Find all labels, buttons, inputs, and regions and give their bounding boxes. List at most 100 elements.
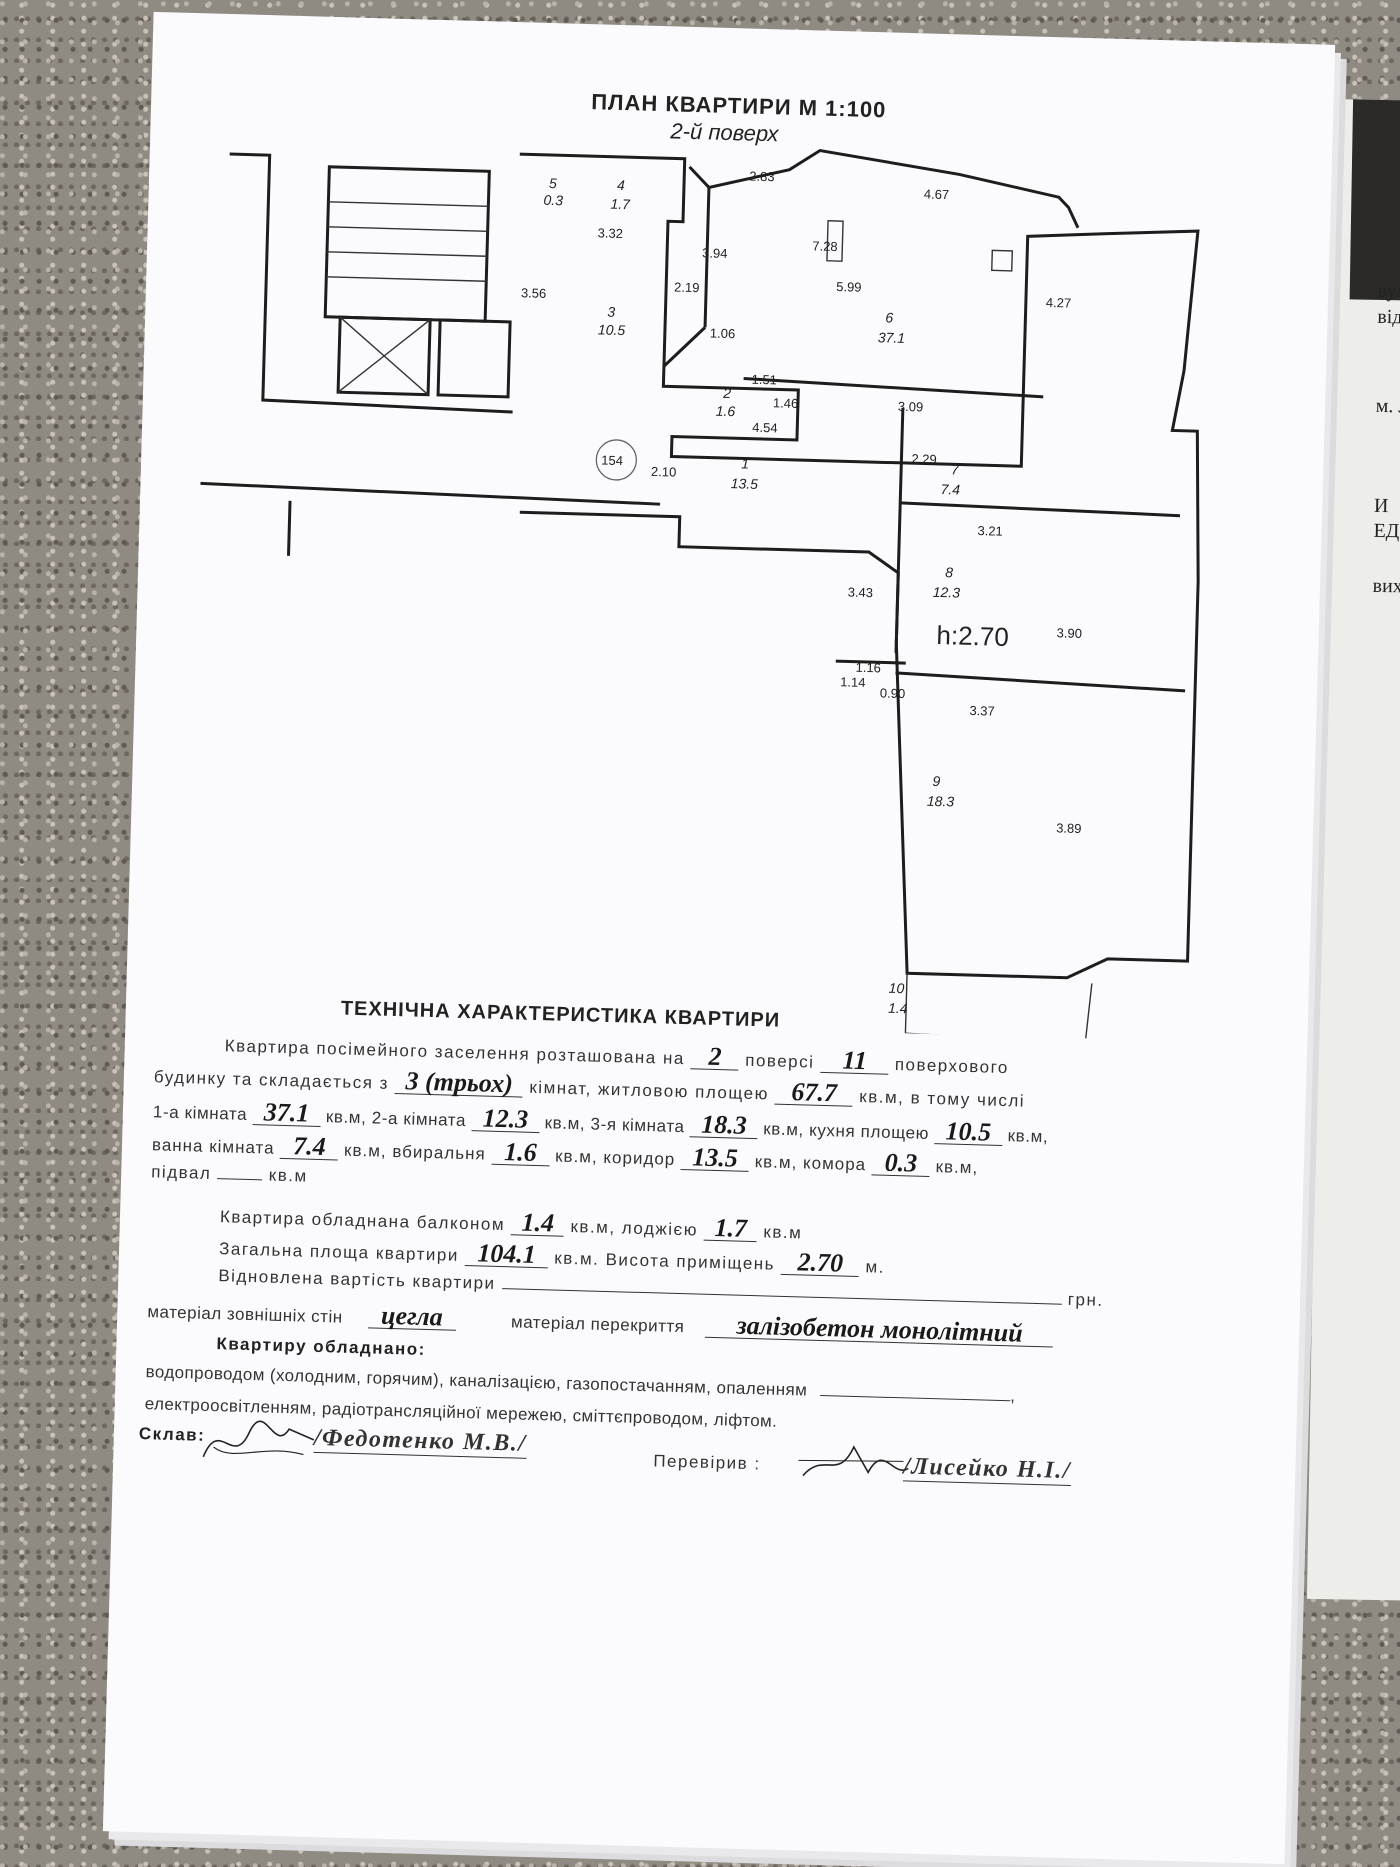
room-label-3: 3 10.5 <box>598 304 626 339</box>
stamp-number: 154 <box>601 453 623 469</box>
stairwell <box>323 165 491 323</box>
text: кв.м, <box>1007 1126 1049 1147</box>
fragment-text: м. Л <box>1375 394 1400 418</box>
partition-wall <box>900 501 1181 518</box>
fixture <box>991 249 1014 272</box>
room-number: 5 <box>549 175 557 191</box>
composer-signature-icon <box>202 1420 315 1458</box>
floor-plan: 154 5 0.3 4 1.7 3 10.5 6 37.1 2 1.6 1 13… <box>200 148 1200 1045</box>
text: кв.м, комора <box>754 1152 867 1175</box>
text: Квартира обладнана балконом <box>219 1207 506 1235</box>
room-area: 12.3 <box>933 584 961 601</box>
text: Квартира посімейного заселення розташова… <box>224 1036 686 1069</box>
room-label-9: 9 18.3 <box>927 773 955 810</box>
elevator-cross <box>337 319 431 393</box>
text: кв.м, 2-а кімната <box>325 1107 467 1131</box>
ceiling-material-value: залізобетон монолітний <box>705 1311 1054 1348</box>
stair-line <box>327 226 488 232</box>
dimension-label: 3.56 <box>521 285 547 301</box>
composer-name: /Федотенко М.В./ <box>313 1424 527 1459</box>
partition-wall <box>835 659 906 665</box>
room-area: 1.6 <box>715 403 735 420</box>
text: кв.м, 3-я кімната <box>544 1113 685 1137</box>
room-area: 1.7 <box>610 196 631 213</box>
room-number: 6 <box>885 309 893 325</box>
dimension-label: 3.90 <box>1056 625 1082 641</box>
room-area: 10.5 <box>598 321 626 338</box>
text: матеріал зовнішніх стін <box>147 1302 343 1327</box>
text: матеріал перекриття <box>510 1312 685 1337</box>
checked-label: Перевірив : <box>653 1451 761 1474</box>
checker-signature-icon <box>798 1445 909 1477</box>
dimension-label: 2.10 <box>651 464 677 480</box>
room-area: 1.4 <box>888 1000 908 1017</box>
storage-value: 0.3 <box>871 1148 931 1178</box>
fixture <box>826 220 844 262</box>
text: грн. <box>1067 1289 1104 1310</box>
floor-value: 2 <box>690 1042 740 1071</box>
dimension-label: 2.83 <box>749 169 775 185</box>
room-number: 8 <box>945 564 953 580</box>
fragment-text: ЕД <box>1373 519 1400 543</box>
text: водопроводом (холодним, горячим), каналі… <box>145 1362 808 1400</box>
wc-value: 1.6 <box>491 1137 550 1167</box>
room6-wall <box>688 148 1080 229</box>
fragment-text: вули <box>1377 279 1400 303</box>
dimension-label: 1.51 <box>751 372 777 388</box>
value-blank <box>501 1274 1062 1305</box>
dimension-label: 2.29 <box>911 451 937 467</box>
text: кімнат, житловою площею <box>529 1077 770 1104</box>
room-area: 18.3 <box>927 793 955 810</box>
room-number: 7 <box>951 461 960 477</box>
stair-line <box>328 201 489 207</box>
dimension-label: 3.32 <box>597 225 623 241</box>
room-number: 3 <box>607 304 615 320</box>
kitchen-value: 10.5 <box>934 1116 1003 1147</box>
dimension-label: 3.43 <box>848 584 874 600</box>
partition-wall <box>894 407 905 653</box>
stair-line <box>326 276 487 282</box>
dimension-label: 2.19 <box>674 279 700 295</box>
fragment-text: И <box>1373 494 1389 518</box>
partition-wall <box>743 376 1044 399</box>
document-sheet: ПЛАН КВАРТИРИ М 1:100 2-й поверх 1 <box>102 11 1336 1865</box>
dimension-label: 4.54 <box>752 420 778 436</box>
partition-wall <box>662 326 707 368</box>
dimension-label: 3.09 <box>898 399 924 415</box>
fragment-text: вих <box>1372 574 1400 598</box>
living-area-value: 67.7 <box>774 1077 854 1107</box>
room-number: 2 <box>722 385 731 401</box>
dimension-label: 3.94 <box>702 245 728 261</box>
room-label-10: 10 1.4 <box>888 980 908 1017</box>
room1-value: 37.1 <box>252 1097 321 1128</box>
checker-name: /Лисейко Н.І./ <box>902 1453 1072 1487</box>
room3-value: 18.3 <box>689 1110 759 1140</box>
text: м. <box>865 1257 886 1277</box>
text: кв.м, коридор <box>554 1146 676 1169</box>
room-label-6: 6 37.1 <box>878 309 906 346</box>
loggia-value: 1.7 <box>703 1213 758 1243</box>
room-number: 1 <box>741 455 749 471</box>
rooms-count-value: 3 (трьох) <box>394 1066 524 1098</box>
dimension-label: 0.90 <box>880 685 906 701</box>
dimension-label: 1.06 <box>710 326 736 342</box>
building-wall <box>287 500 292 556</box>
tech-line-5: підвал кв.м <box>151 1162 308 1186</box>
text: будинку та складається з <box>153 1067 390 1093</box>
dark-paper-edge <box>1349 99 1400 301</box>
balcony-value: 1.4 <box>511 1208 565 1238</box>
dimension-label: 7.28 <box>812 238 838 254</box>
text: поверхового <box>894 1054 1010 1078</box>
room-number: 10 <box>888 980 904 996</box>
text: підвал <box>150 1162 212 1183</box>
dimension-label: 3.21 <box>977 523 1003 539</box>
text: Відновлена вартість квартири <box>218 1266 496 1293</box>
text: кв.м, вбиральня <box>343 1140 486 1164</box>
text: кв.м, <box>935 1157 979 1178</box>
bath-value: 7.4 <box>280 1131 339 1161</box>
stamp-circle <box>595 439 637 481</box>
room-label-1: 1 13.5 <box>730 455 758 491</box>
text: кв.м. Висота приміщень <box>554 1248 776 1274</box>
room-number: 4 <box>617 177 625 193</box>
fragment-text: відом <box>1377 305 1400 329</box>
